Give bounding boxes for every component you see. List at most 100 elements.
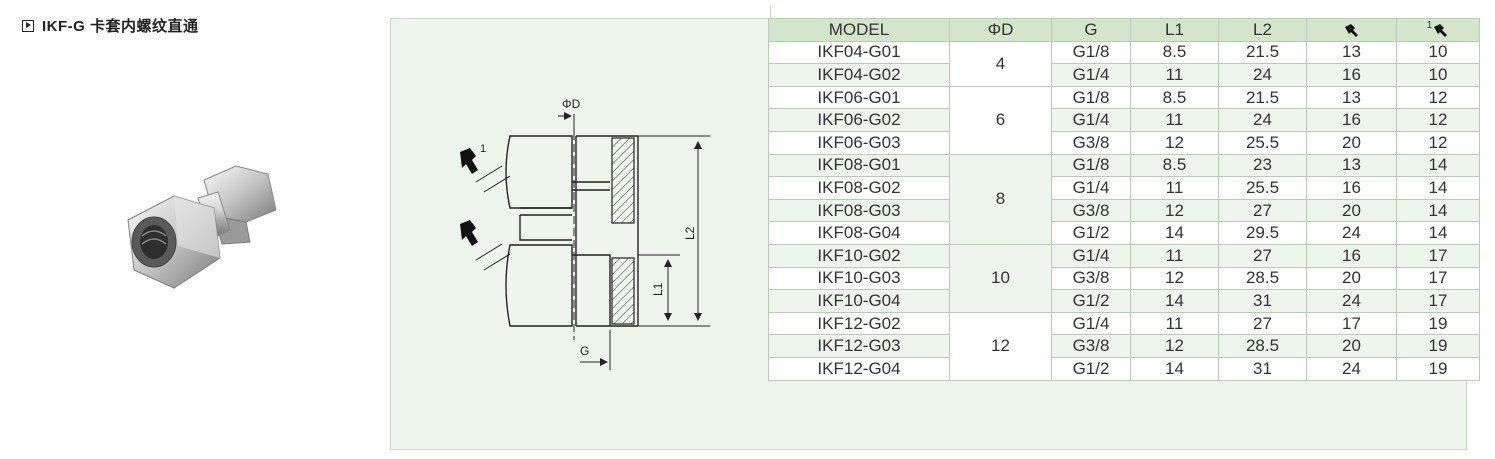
cell-wrench: 16 <box>1306 243 1397 268</box>
cell-wrench: 13 <box>1306 40 1397 65</box>
cell-wrench: 20 <box>1306 334 1397 358</box>
cell-wrench-1: 14 <box>1396 176 1480 200</box>
cell-l1: 11 <box>1130 63 1219 87</box>
cell-model: IKF08-G02 <box>768 176 950 200</box>
cell-wrench-1: 17 <box>1396 243 1480 268</box>
cell-wrench-1: 10 <box>1396 63 1480 87</box>
cell-wrench-1: 12 <box>1396 85 1480 110</box>
cell-l2: 31 <box>1218 356 1307 381</box>
cell-diameter: 6 <box>949 85 1052 155</box>
cell-wrench-1: 19 <box>1396 334 1480 358</box>
cell-l1: 14 <box>1130 289 1219 313</box>
cell-wrench: 24 <box>1306 221 1397 245</box>
cell-l1: 14 <box>1130 356 1219 381</box>
cell-l1: 11 <box>1130 176 1219 200</box>
cell-wrench-1: 19 <box>1396 311 1480 336</box>
cell-thread: G1/4 <box>1051 63 1131 87</box>
cell-l1: 12 <box>1130 334 1219 358</box>
cell-l2: 27 <box>1218 311 1307 336</box>
cell-model: IKF06-G01 <box>768 85 950 110</box>
cell-wrench: 13 <box>1306 153 1397 178</box>
cell-model: IKF12-G03 <box>768 334 950 358</box>
cell-l1: 8.5 <box>1130 40 1219 65</box>
header-diameter: ΦD <box>949 18 1052 42</box>
cell-wrench-1: 14 <box>1396 198 1480 223</box>
cell-l1: 12 <box>1130 130 1219 155</box>
cell-thread: G1/8 <box>1051 40 1131 65</box>
diameter-label: ΦD <box>562 97 581 111</box>
header-model: MODEL <box>768 18 950 42</box>
cell-thread: G3/8 <box>1051 198 1131 223</box>
cell-wrench-1: 17 <box>1396 266 1480 291</box>
cell-l1: 8.5 <box>1130 153 1219 178</box>
cell-model: IKF08-G01 <box>768 153 950 178</box>
cell-wrench: 17 <box>1306 311 1397 336</box>
cell-l2: 31 <box>1218 289 1307 313</box>
cell-thread: G1/2 <box>1051 221 1131 245</box>
cell-l2: 27 <box>1218 198 1307 223</box>
cell-l1: 8.5 <box>1130 85 1219 110</box>
play-icon <box>22 19 34 32</box>
cell-wrench-1: 14 <box>1396 221 1480 245</box>
cell-wrench: 16 <box>1306 63 1397 87</box>
cell-l2: 29.5 <box>1218 221 1307 245</box>
cell-l2: 21.5 <box>1218 85 1307 110</box>
cell-wrench: 16 <box>1306 176 1397 200</box>
cell-wrench-1: 17 <box>1396 289 1480 313</box>
cell-thread: G1/2 <box>1051 356 1131 381</box>
cell-wrench-1: 12 <box>1396 108 1480 132</box>
cell-thread: G1/4 <box>1051 108 1131 132</box>
cell-thread: G1/4 <box>1051 243 1131 268</box>
cell-wrench-1: 19 <box>1396 356 1480 381</box>
cell-l2: 23 <box>1218 153 1307 178</box>
cell-model: IKF10-G03 <box>768 266 950 291</box>
header-wrench-1: 1 <box>1396 18 1480 42</box>
cell-l2: 24 <box>1218 63 1307 87</box>
cell-wrench-1: 14 <box>1396 153 1480 178</box>
cell-l1: 14 <box>1130 221 1219 245</box>
cell-l1: 12 <box>1130 266 1219 291</box>
cell-thread: G1/2 <box>1051 289 1131 313</box>
cell-wrench: 20 <box>1306 130 1397 155</box>
cell-model: IKF06-G03 <box>768 130 950 155</box>
wrench-icon <box>1344 24 1358 38</box>
cell-model: IKF12-G02 <box>768 311 950 336</box>
wrench-icon <box>1434 24 1448 38</box>
cell-thread: G3/8 <box>1051 130 1131 155</box>
technical-drawing: ΦD G 1 L2 L1 <box>460 97 710 370</box>
cell-l2: 24 <box>1218 108 1307 132</box>
cell-l2: 28.5 <box>1218 266 1307 291</box>
cell-l2: 27 <box>1218 243 1307 268</box>
header-l2: L2 <box>1218 18 1307 42</box>
cell-model: IKF04-G01 <box>768 40 950 65</box>
cell-l1: 11 <box>1130 311 1219 336</box>
cell-wrench: 24 <box>1306 356 1397 381</box>
cell-model: IKF12-G04 <box>768 356 950 381</box>
table-header-row: MODEL ΦD G L1 L2 1 <box>768 18 1480 42</box>
cell-thread: G1/8 <box>1051 153 1131 178</box>
cell-wrench-1: 10 <box>1396 40 1480 65</box>
cell-l2: 25.5 <box>1218 130 1307 155</box>
cell-thread: G3/8 <box>1051 334 1131 358</box>
cell-diameter: 8 <box>949 153 1052 245</box>
cell-wrench: 24 <box>1306 289 1397 313</box>
cell-wrench: 20 <box>1306 198 1397 223</box>
header-l1: L1 <box>1130 18 1219 42</box>
l1-label: L1 <box>651 282 665 296</box>
cell-model: IKF04-G02 <box>768 63 950 87</box>
cell-wrench: 20 <box>1306 266 1397 291</box>
wrench-index-label: 1 <box>480 143 486 155</box>
cell-model: IKF08-G04 <box>768 221 950 245</box>
section-title: IKF-G 卡套内螺纹直通 <box>22 15 199 36</box>
